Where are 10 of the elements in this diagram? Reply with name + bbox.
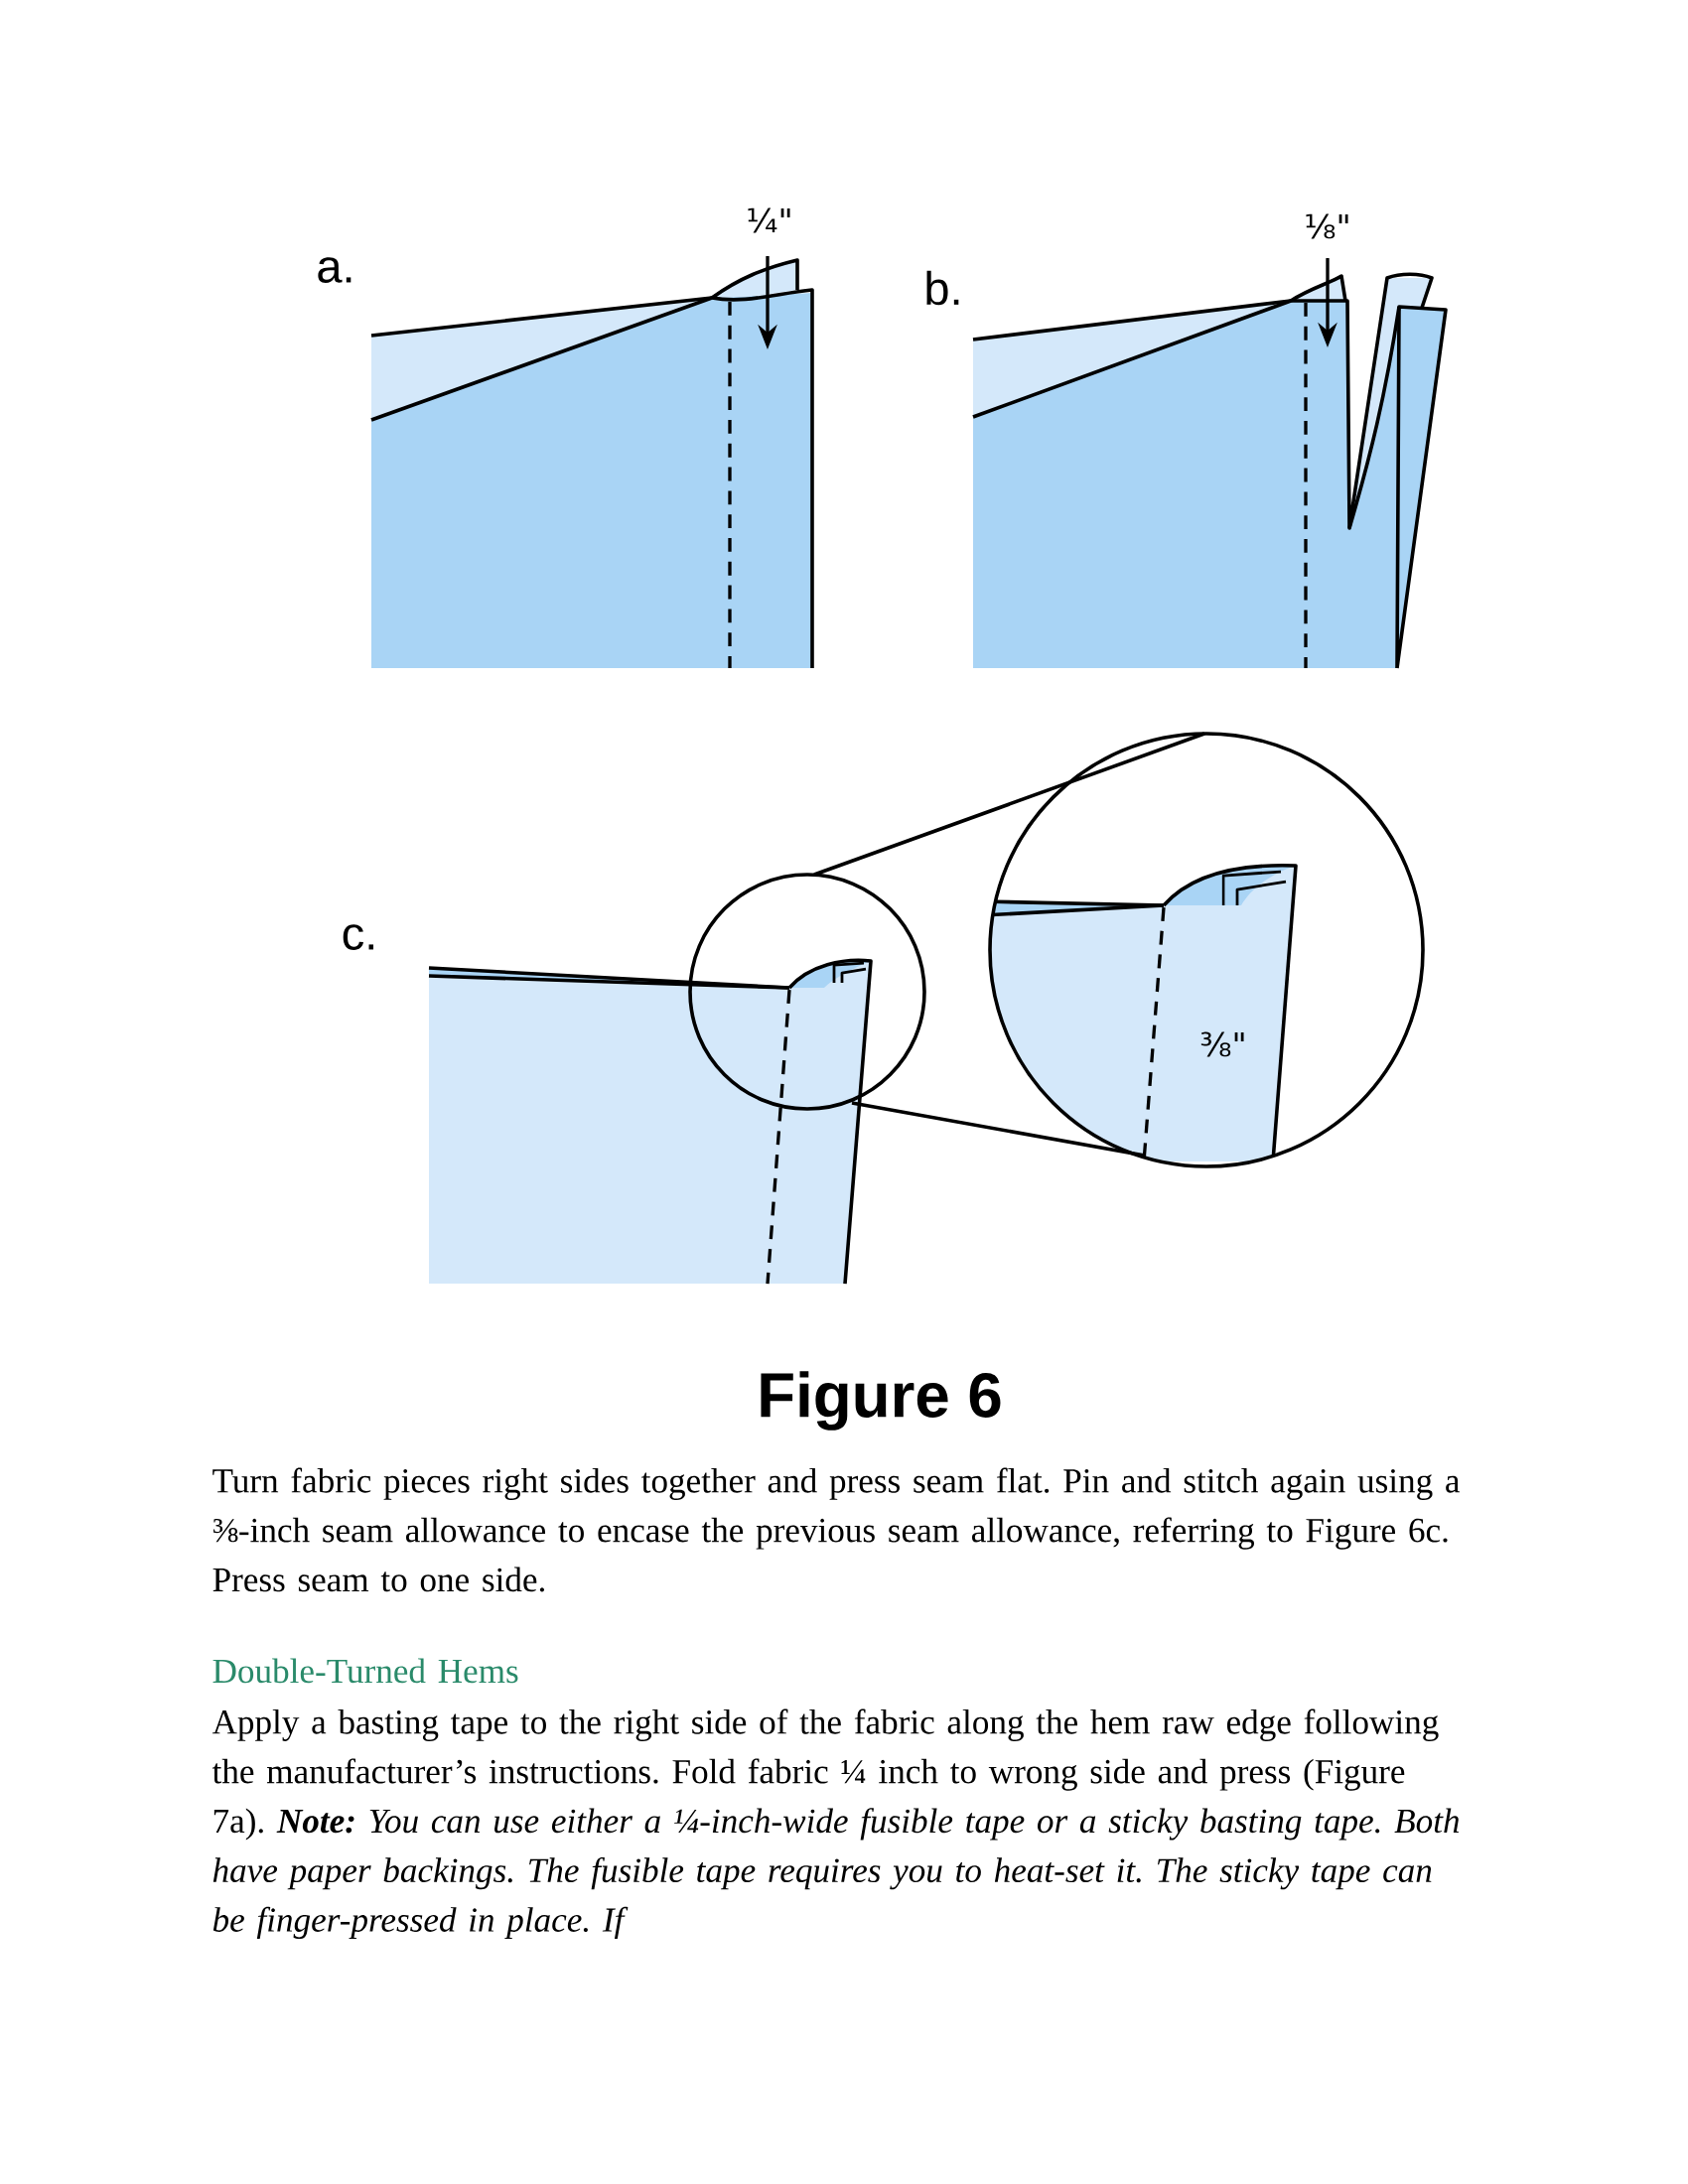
figure-caption: Figure 6 (761, 1371, 1001, 1431)
dimension-label: ⅜" (1200, 1031, 1244, 1057)
dimension-label: ¼" (748, 207, 790, 233)
body-paragraph: Turn fabric pieces right sides together and press seam flat. Pin and stitch again using a ⅜-inch seam allowance to encase the previous seam allowance, referring to Figure 6c. Press seam to one side. (212, 1467, 1460, 1592)
panel-label: b. (926, 270, 959, 306)
section-heading: Double-Turned Hems (212, 1658, 518, 1684)
dimension-label: ⅛" (1306, 213, 1348, 239)
body-paragraph: Apply a basting tape to the right side of the fabric along the hem raw edge following the manufacturer’s instructions. Fold fabric ¼ inch to wrong side and press (Figure 7a). Note: You can use either a ¼-inch-wide fusible tape or a sticky basting tape. Both have paper backings. The fusible tape requires you to heat-set it. The sticky tape can be finger-pressed in place. If (211, 1708, 1460, 1940)
panel-label: a. (318, 257, 352, 283)
panel-label: c. (343, 924, 373, 950)
